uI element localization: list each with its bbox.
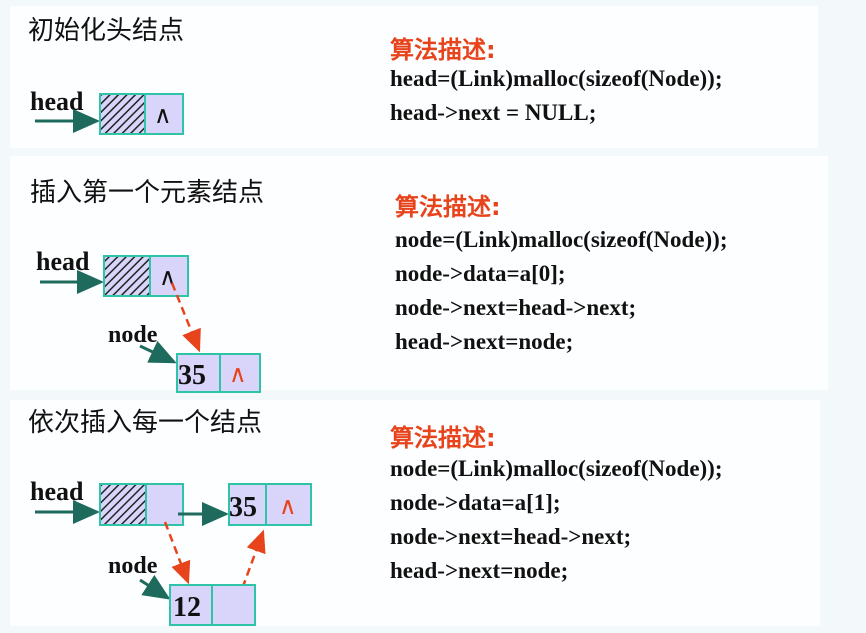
first-insert-diagram: head ∧ node 35 ∧: [36, 247, 261, 393]
head-next-cell: [144, 93, 184, 135]
dashed-link-arrow: [163, 521, 191, 585]
head-node-init: head ∧: [30, 87, 184, 135]
code-line: node->data=a[0];: [395, 261, 566, 286]
node-12-data-cell: [169, 584, 213, 626]
node-12-next-cell: [211, 584, 256, 626]
head-label: head: [36, 247, 90, 276]
node-35-next-cell: [265, 483, 312, 526]
code-block: head=(Link)malloc(sizeof(Node)); head->n…: [390, 62, 723, 130]
each-insert-diagram: head 35 ∧ node 12: [30, 477, 312, 626]
node-label: node: [108, 553, 158, 579]
head-data-cell: [99, 93, 146, 135]
code-line: head=(Link)malloc(sizeof(Node));: [390, 66, 723, 91]
code-line: node->data=a[1];: [390, 490, 561, 515]
node-value: 12: [173, 592, 201, 623]
code-line: node=(Link)malloc(sizeof(Node));: [390, 456, 723, 481]
node-pointer-arrow: [139, 340, 177, 364]
node-next-cell: [219, 353, 261, 393]
section-title: 插入第一个元素结点: [30, 178, 265, 208]
section-title: 初始化头结点: [28, 16, 185, 46]
head-next-cell: [145, 483, 184, 526]
algorithm-heading: 算法描述:: [390, 36, 496, 64]
code-line: node->next=head->next;: [390, 524, 632, 549]
head-label: head: [30, 477, 84, 506]
head-data-cell: [99, 483, 147, 526]
null-symbol: ∧: [229, 360, 247, 388]
code-line: head->next=node;: [395, 329, 574, 354]
null-symbol: ∧: [279, 492, 297, 520]
node-label: node: [108, 322, 158, 348]
node-pointer-arrow: [139, 574, 171, 600]
code-block: node=(Link)malloc(sizeof(Node)); node->d…: [395, 223, 728, 359]
code-block: node=(Link)malloc(sizeof(Node)); node->d…: [390, 452, 723, 588]
head-label: head: [30, 87, 84, 116]
algorithm-heading: 算法描述:: [395, 193, 501, 221]
algorithm-heading: 算法描述:: [390, 424, 496, 452]
code-line: node->next=head->next;: [395, 295, 637, 320]
head-data-cell: [103, 255, 151, 297]
node-value: 35: [229, 492, 257, 523]
null-symbol: ∧: [154, 101, 172, 129]
section-title: 依次插入每一个结点: [28, 408, 263, 438]
code-line: head->next = NULL;: [390, 100, 597, 125]
code-line: node=(Link)malloc(sizeof(Node));: [395, 227, 728, 252]
head-next-cell: [149, 255, 189, 297]
code-line: head->next=node;: [390, 558, 569, 583]
node-value: 35: [178, 360, 206, 391]
